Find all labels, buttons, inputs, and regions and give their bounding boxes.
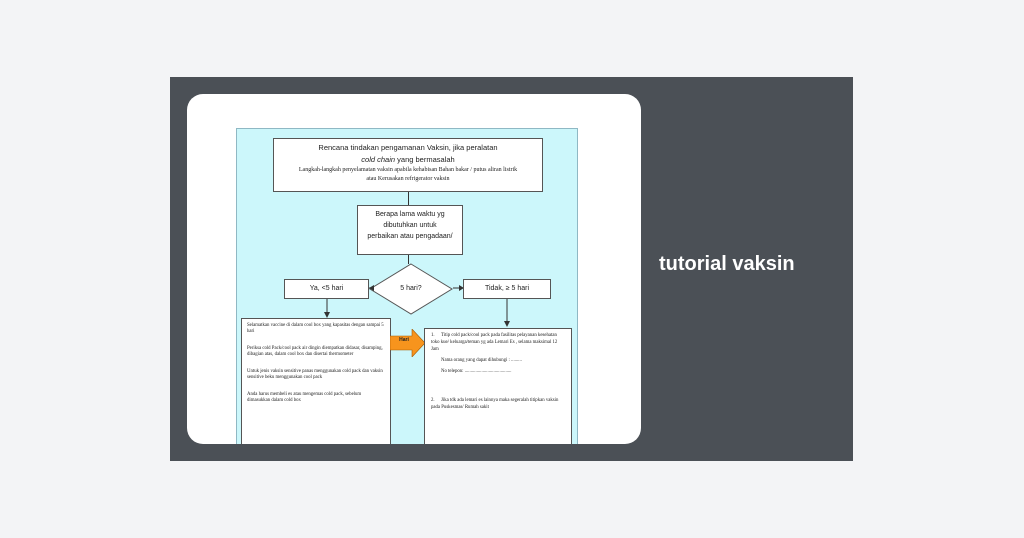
header-line-4: atau Kerusakan refrigerator vaksin xyxy=(366,176,450,183)
diamond-label: 5 hari? xyxy=(400,285,422,292)
header-italic-term: cold chain xyxy=(361,154,396,164)
header-line-3: Langkah-langkah penyelamatan vaksin apab… xyxy=(298,167,518,174)
right-instruction-1: 1.Titip cold pack/cool pack pada fasilit… xyxy=(431,333,558,352)
right-instructions-box: 1.Titip cold pack/cool pack pada fasilit… xyxy=(424,328,572,444)
question-line-3: perbaikan atau pengadaan/ xyxy=(367,233,453,241)
thumbnail-image[interactable]: Rencana tindakan pengamanan Vaksin, jika… xyxy=(187,94,641,444)
right-contact-name: Nama orang yang dapat dihubungi : ......… xyxy=(441,357,522,363)
left-instruction-3: Untuk jenis vaksin sensitive panas mengg… xyxy=(247,368,383,381)
down-arrow-right xyxy=(504,299,510,327)
question-line-2: dibutuhkan untuk xyxy=(383,222,437,230)
yes-branch-box: Ya, <5 hari xyxy=(284,279,369,299)
connector-line xyxy=(408,255,409,264)
diamond-shape xyxy=(369,263,453,315)
right-contact-phone: No telepon: ............................… xyxy=(441,368,512,374)
question-box: Berapa lama waktu yg dibutuhkan untuk pe… xyxy=(357,205,463,255)
header-line-1: Rencana tindakan pengamanan Vaksin, jika… xyxy=(318,143,498,152)
flowchart-document: Rencana tindakan pengamanan Vaksin, jika… xyxy=(236,128,578,444)
left-instruction-4: Anda harus membeli es atau mengemas cold… xyxy=(247,391,362,404)
left-instructions-box: Selamatkan vaccine di dalam cool box yan… xyxy=(241,318,391,444)
card-title[interactable]: tutorial vaksin xyxy=(659,253,795,275)
flowchart-header-box: Rencana tindakan pengamanan Vaksin, jika… xyxy=(273,138,543,192)
orange-arrow-icon xyxy=(390,329,426,357)
right-instruction-2: 2.Jika tdk ada lemari es lainnya maka se… xyxy=(431,397,559,410)
no-branch-box: Tidak, ≥ 5 hari xyxy=(463,279,551,299)
question-line-1: Berapa lama waktu yg xyxy=(375,211,445,218)
down-arrow-left xyxy=(324,299,330,318)
header-line-2-rest: yang bermasalah xyxy=(395,154,455,164)
decision-diamond: 5 hari? xyxy=(369,263,453,315)
branch-arrows xyxy=(367,285,464,291)
left-instruction-2: Periksa cold Pack/cool pack air dingin d… xyxy=(247,345,383,358)
header-line-2: cold chain yang bermasalah xyxy=(274,154,542,166)
left-instruction-1: Selamatkan vaccine di dalam cool box yan… xyxy=(247,323,384,335)
connector-line xyxy=(408,192,409,205)
post-card[interactable]: Rencana tindakan pengamanan Vaksin, jika… xyxy=(170,77,853,461)
orange-arrow-label: Hari xyxy=(399,337,409,343)
